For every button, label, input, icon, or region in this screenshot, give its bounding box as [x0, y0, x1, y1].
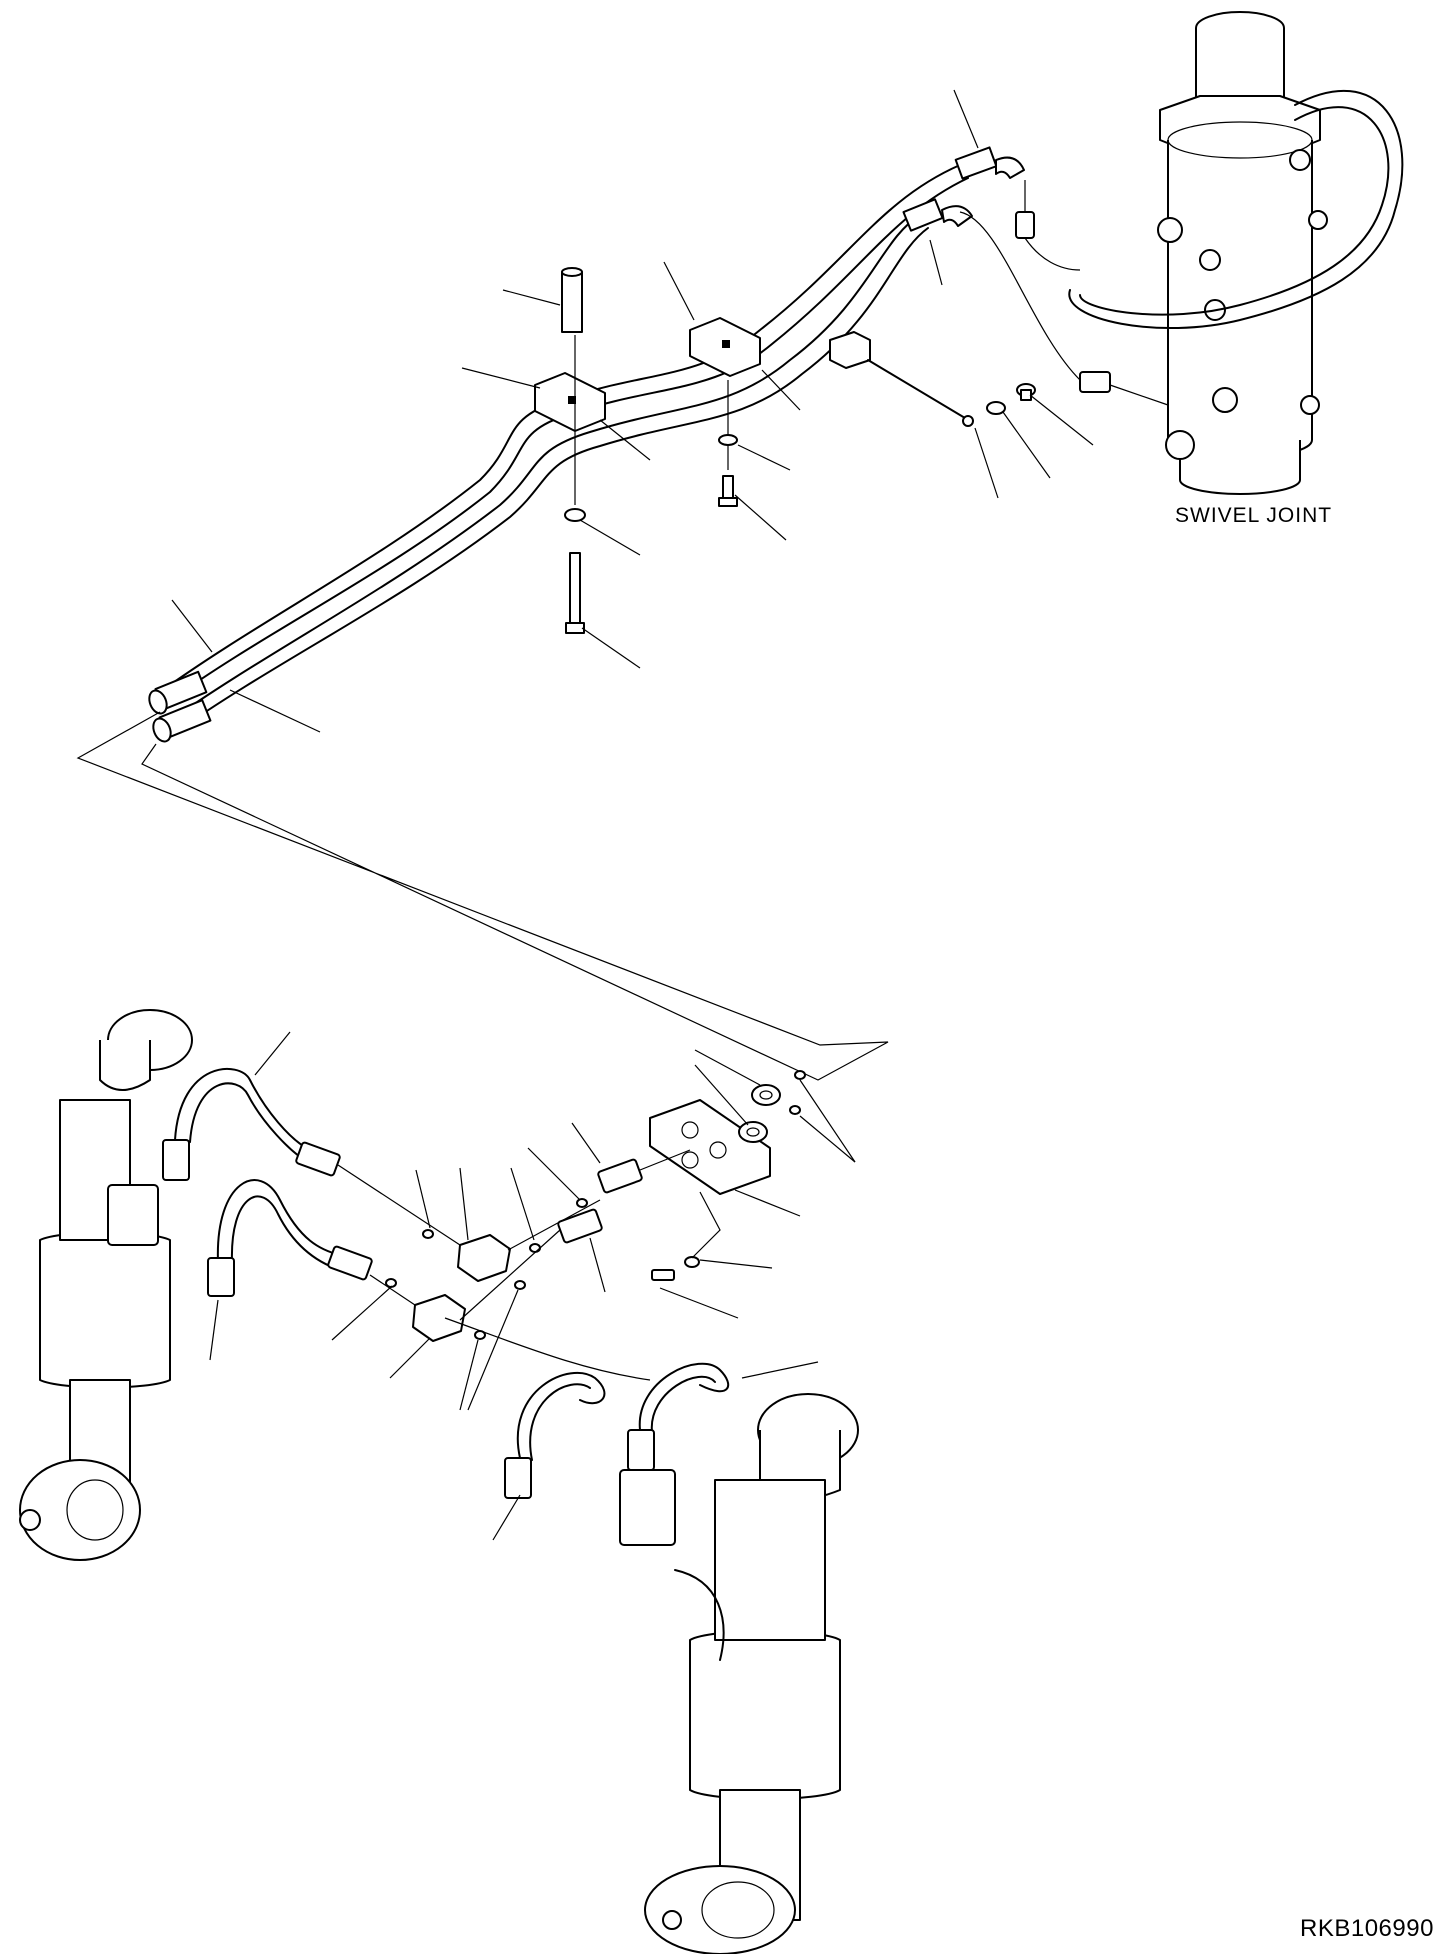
straight-connector-upper — [597, 1158, 643, 1194]
electrical-connector — [829, 331, 974, 427]
swivel-joint-label: SWIVEL JOINT — [1175, 504, 1333, 527]
plate-bolt — [651, 1269, 675, 1281]
adapter-upper — [1015, 211, 1035, 239]
lower-hose-left-lower — [207, 1179, 373, 1297]
plate-washer — [684, 1256, 700, 1268]
short-bolt — [718, 475, 738, 507]
drawing-code-label: RKB106990 — [1300, 1915, 1434, 1942]
nut-lower — [738, 1121, 768, 1143]
adapter-lower — [1079, 371, 1111, 393]
hose-fitting-right-upper — [954, 146, 1025, 180]
elbow-upper — [457, 1234, 511, 1282]
lower-hose-right-a — [504, 1371, 606, 1499]
hose-fitting-left-lower — [152, 699, 212, 743]
washer-left — [564, 508, 586, 522]
ground-screw — [1016, 383, 1036, 401]
straight-connector-lower — [557, 1208, 603, 1244]
hose-fitting-right-lower — [902, 198, 973, 232]
hose-clamp-left — [534, 372, 606, 432]
axis-lines-lower — [337, 1149, 721, 1381]
hose-fitting-left-upper — [148, 670, 208, 715]
axis-line-adapter-upper-b — [1024, 237, 1081, 271]
assembly-boundary-outline — [76, 711, 889, 1081]
elbow-lower — [412, 1294, 466, 1342]
hydraulic-cylinder-left — [19, 1009, 193, 1561]
hose-clamp-right — [689, 317, 761, 377]
spacer-tube — [561, 267, 583, 333]
hydraulic-cylinder-right — [619, 1393, 859, 1955]
swivel-joint — [1068, 11, 1404, 495]
lower-hose-right-b — [627, 1362, 730, 1471]
lower-hose-left-upper — [162, 1067, 341, 1181]
hose-pair-upper — [159, 164, 969, 733]
callout-leaders — [171, 89, 1094, 1541]
axis-line-adapter-lower — [959, 211, 1081, 381]
nut-upper — [751, 1084, 781, 1106]
long-bolt — [565, 552, 585, 634]
o-rings — [385, 1070, 806, 1340]
washer-right — [718, 434, 738, 446]
ground-washer — [986, 401, 1006, 415]
axis-line-adapter-lower-b — [1109, 384, 1169, 406]
bracket-plate — [649, 1099, 771, 1195]
